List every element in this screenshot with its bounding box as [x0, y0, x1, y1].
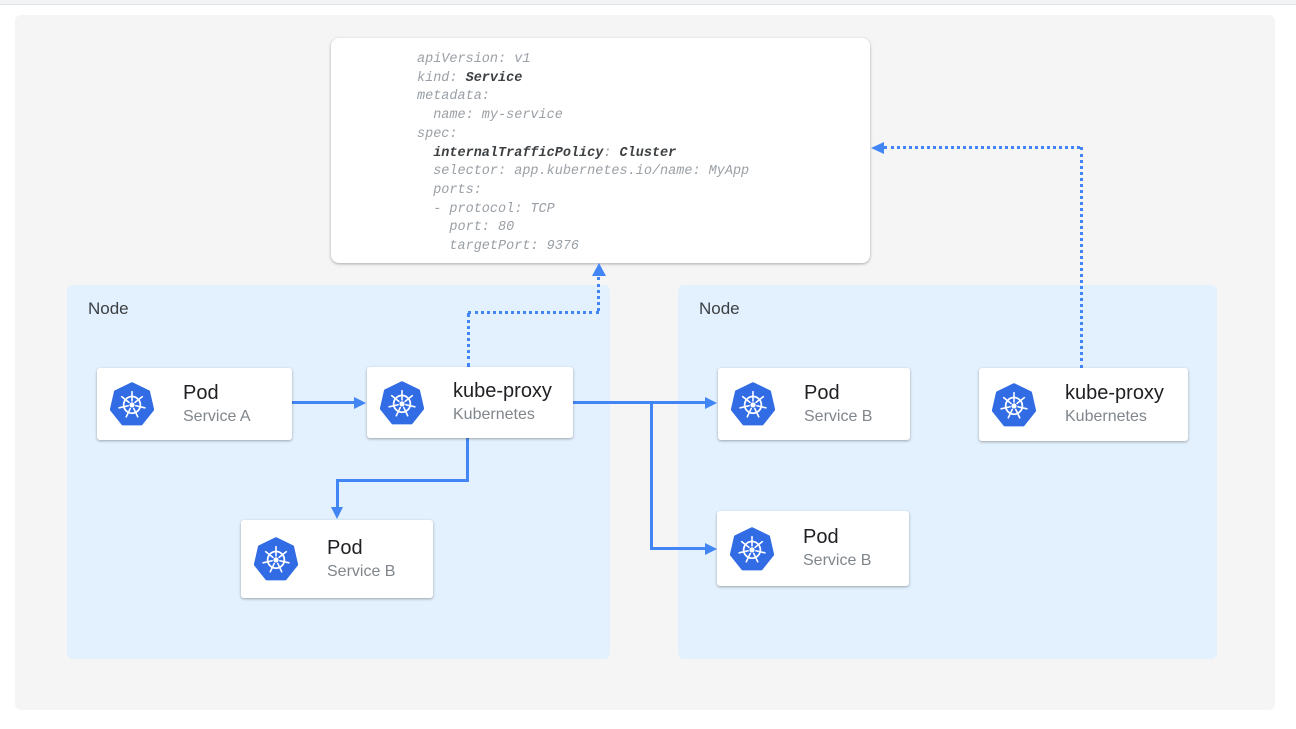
dotted-line-to-yaml-vertical [597, 277, 600, 311]
code-line: apiVersion: v1 [417, 52, 531, 67]
code-line: kind: Service [417, 70, 523, 86]
card-subtitle: Service B [804, 407, 873, 425]
card-subtitle: Service B [803, 552, 872, 569]
dotted-line-from-kube-proxy-right-vertical [1080, 147, 1083, 368]
code-line: name: my-service [417, 108, 563, 124]
arrow-kube-proxy-down [466, 438, 469, 482]
kubernetes-wheel-icon [992, 383, 1036, 427]
arrow-branch-to-pod-b-bottom [650, 547, 705, 550]
kube-proxy-left-card: kube-proxy Kubernetes [367, 367, 573, 438]
card-title: kube-proxy [453, 380, 552, 402]
dotted-line-kube-proxy-left-up [467, 313, 470, 367]
card-title: Pod [183, 381, 219, 404]
pod-service-b-right-top-card: Pod Service B [718, 368, 910, 440]
dotted-line-from-kube-proxy-right-horizontal [884, 146, 1080, 149]
pod-service-a-card: Pod Service A [97, 368, 292, 440]
card-title: Pod [803, 526, 839, 548]
kube-proxy-right-card: kube-proxy Kubernetes [979, 368, 1188, 441]
arrowhead-right-icon [705, 543, 717, 555]
top-divider-bar [0, 0, 1296, 5]
dotted-line-to-yaml-horizontal [468, 311, 599, 314]
card-title: Pod [327, 536, 363, 559]
code-line: ports: [417, 182, 482, 198]
code-line: selector: app.kubernetes.io/name: MyApp [417, 164, 750, 180]
card-subtitle: Kubernetes [453, 406, 535, 423]
kubernetes-wheel-icon [731, 382, 775, 426]
dotted-arrowhead-up-icon [592, 263, 606, 276]
arrow-pod-a-to-kube-proxy [292, 401, 354, 404]
node-box-right: Node [678, 285, 1217, 659]
dotted-arrowhead-left-icon [871, 142, 884, 154]
arrow-kube-proxy-to-pod-b-top [573, 401, 705, 404]
card-title: kube-proxy [1065, 382, 1164, 404]
kubernetes-wheel-icon [254, 537, 298, 581]
arrowhead-down-icon [331, 507, 343, 519]
arrow-kube-proxy-left [336, 479, 469, 482]
card-subtitle: Kubernetes [1065, 408, 1147, 425]
code-line: internalTrafficPolicy: Cluster [433, 145, 677, 161]
kubernetes-wheel-icon [380, 381, 424, 425]
kubernetes-wheel-icon [730, 527, 774, 571]
arrow-kube-proxy-down-2 [336, 479, 339, 507]
code-line: port: 80 [417, 220, 515, 236]
node-label: Node [699, 299, 740, 318]
code-line: spec: [417, 126, 458, 142]
pod-service-b-right-bottom-card: Pod Service B [717, 511, 909, 586]
node-label: Node [88, 299, 129, 318]
code-line: metadata: [417, 89, 490, 105]
service-yaml-card: apiVersion: v1 kind: Service metadata: n… [331, 38, 870, 263]
arrowhead-right-icon [354, 397, 366, 409]
node-box-left: Node [67, 285, 610, 659]
card-subtitle: Service B [327, 562, 396, 580]
kubernetes-wheel-icon [110, 382, 154, 426]
code-line: - protocol: TCP [417, 201, 555, 217]
arrowhead-right-icon [705, 397, 717, 409]
card-subtitle: Service A [183, 407, 251, 425]
arrow-branch-vertical [650, 402, 653, 549]
pod-service-b-left-card: Pod Service B [241, 520, 433, 598]
code-line: targetPort: 9376 [417, 239, 580, 255]
card-title: Pod [804, 381, 840, 404]
